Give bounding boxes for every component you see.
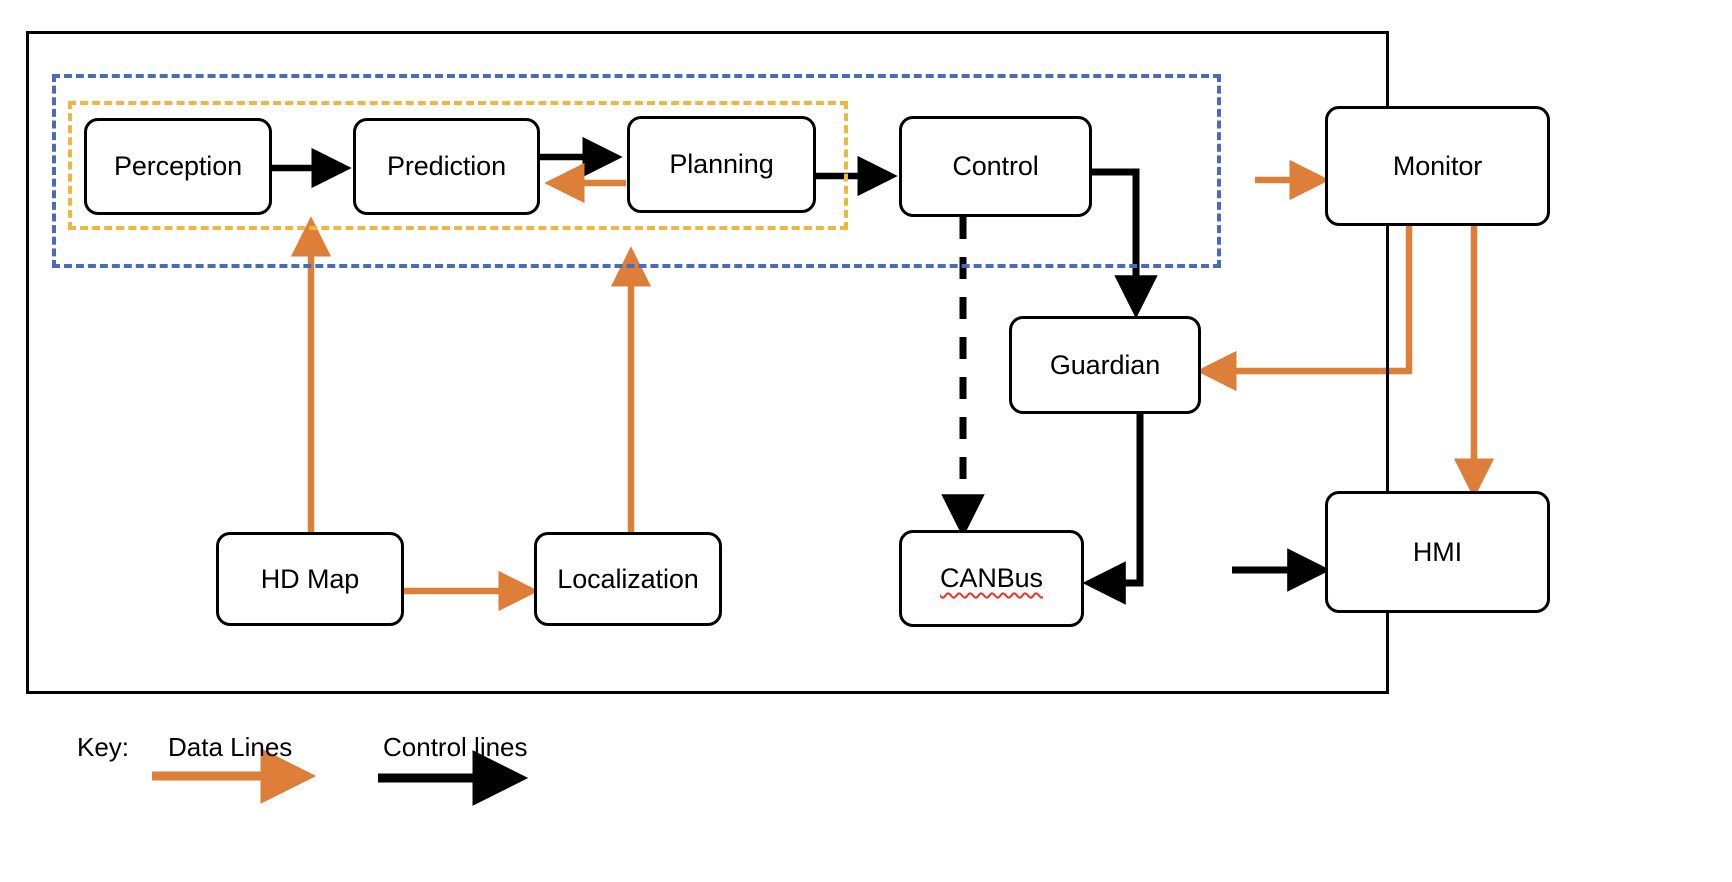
node-hmi-label: HMI: [1412, 536, 1463, 567]
node-hd-map[interactable]: HD Map: [216, 532, 404, 626]
node-prediction[interactable]: Prediction: [353, 118, 540, 215]
node-perception[interactable]: Perception: [84, 118, 272, 215]
node-perception-label: Perception: [113, 151, 243, 181]
node-monitor[interactable]: Monitor: [1325, 106, 1550, 226]
node-control[interactable]: Control: [899, 116, 1092, 217]
node-planning[interactable]: Planning: [627, 116, 816, 213]
key-title: Key:: [77, 732, 130, 762]
key-control-lines-label: Control lines: [383, 732, 528, 762]
node-localization-label: Localization: [557, 563, 699, 594]
node-guardian[interactable]: Guardian: [1009, 316, 1201, 414]
node-hmi[interactable]: HMI: [1325, 491, 1550, 613]
key-legend: Key: Data Lines Control lines: [0, 718, 700, 828]
node-canbus-label: CANBus: [940, 563, 1043, 593]
group-box-yellow-dashed: [68, 101, 848, 230]
node-guardian-label: Guardian: [1049, 349, 1161, 380]
node-hd-map-label: HD Map: [260, 563, 360, 594]
node-control-label: Control: [952, 151, 1039, 181]
node-canbus[interactable]: CANBus: [899, 530, 1084, 627]
node-monitor-label: Monitor: [1392, 150, 1483, 181]
node-planning-label: Planning: [669, 149, 774, 179]
node-localization[interactable]: Localization: [534, 532, 722, 626]
node-prediction-label: Prediction: [386, 151, 507, 181]
key-data-lines-label: Data Lines: [168, 732, 293, 762]
